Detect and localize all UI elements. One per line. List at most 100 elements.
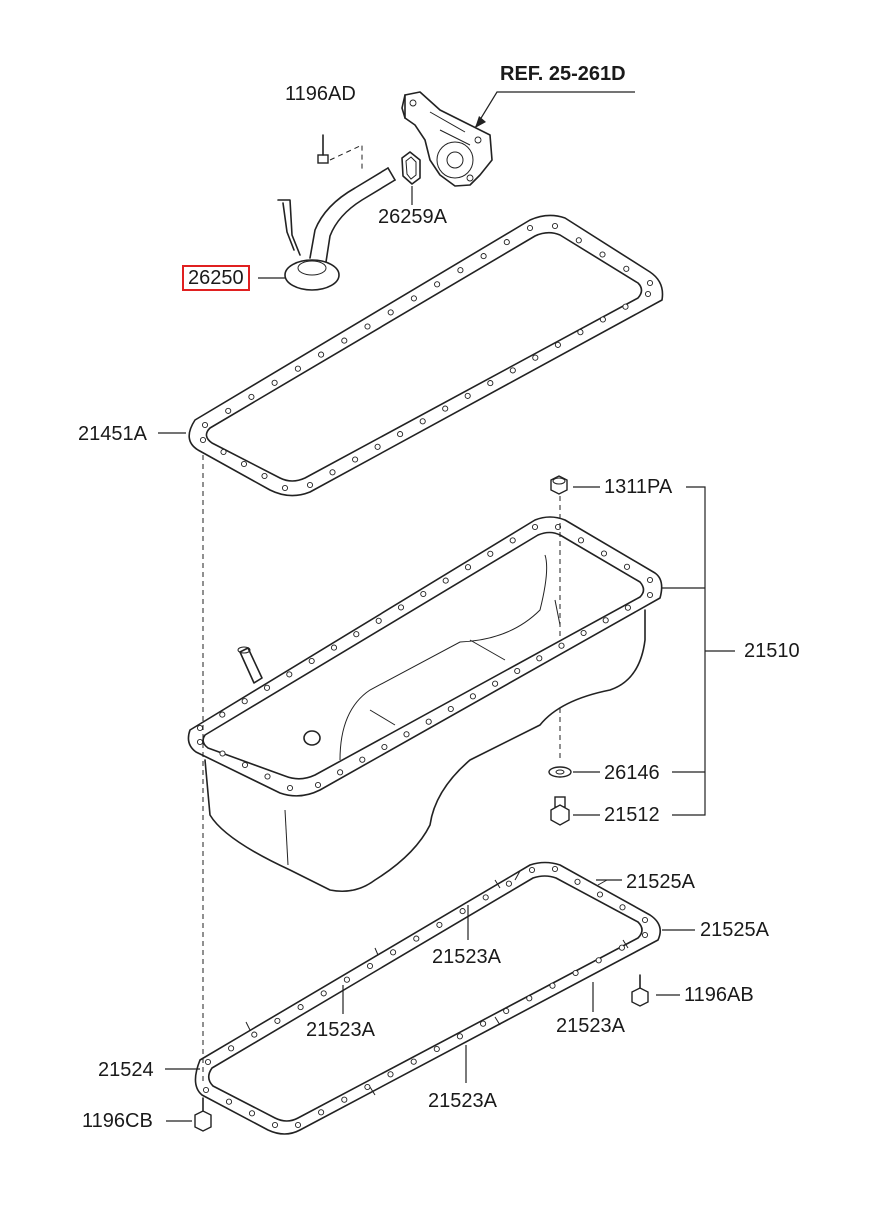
bolt-hole [196, 724, 204, 732]
label-21524: 21524 [98, 1059, 154, 1081]
bolt-hole [595, 957, 602, 964]
bolt-hole [352, 456, 359, 463]
bolt-hole [366, 962, 374, 970]
bolt-hole [464, 564, 472, 571]
bolt-hole [425, 718, 432, 725]
bolt-hole [623, 265, 630, 272]
bolt-hole [410, 1058, 417, 1065]
bolt-hole [219, 711, 226, 718]
bolt-hole [459, 908, 466, 915]
bolt-hole [225, 407, 232, 414]
bolt-hole [456, 1033, 463, 1040]
oil-pan-21510-holes [196, 523, 654, 792]
bolt-hole [644, 290, 652, 298]
bolt-hole [364, 1083, 371, 1091]
bolt-hole [241, 761, 249, 769]
bolt-hole [241, 698, 248, 705]
oil-pump-assembly [401, 91, 493, 187]
bolt-hole [528, 866, 536, 874]
bolt-hole [646, 576, 654, 584]
label-21523A-3: 21523A [556, 1015, 625, 1037]
bolt-hole [261, 472, 268, 480]
bolt-hole [387, 309, 394, 316]
gasket-21524-holes [202, 865, 649, 1129]
label-21510: 21510 [744, 640, 800, 662]
bolt-hole [341, 337, 348, 344]
bolt-hole [263, 684, 271, 691]
bolt-hole [375, 617, 382, 624]
bolt-hole [577, 329, 584, 336]
bolt-hole [551, 865, 559, 873]
bolt-hole [433, 1045, 440, 1053]
bolt-hole [320, 990, 327, 997]
bolt-hole [318, 1109, 325, 1116]
bolt-hole [410, 295, 417, 302]
gasket-21451A [188, 214, 664, 497]
bolt-hole [577, 537, 585, 544]
bolt-hole [341, 1096, 348, 1103]
label-21523A-1: 21523A [432, 946, 501, 968]
bolt-hole [343, 976, 350, 983]
bolt-hole [554, 341, 561, 348]
label-21523A-4: 21523A [428, 1090, 497, 1112]
bolt-hole [492, 680, 499, 687]
gasket-21524 [194, 861, 661, 1135]
bolt-hole [457, 267, 464, 274]
bolt-hole [329, 469, 336, 476]
bolt-hole [281, 484, 289, 492]
bolt-hole [397, 604, 405, 611]
bolt-hole [480, 253, 487, 260]
bolt-hole [641, 931, 649, 939]
bolt-hole [434, 281, 441, 288]
bolt-hole [204, 1058, 212, 1066]
ref-leader [474, 91, 635, 129]
bolt-hole [294, 1121, 302, 1129]
label-26259A: 26259A [378, 206, 447, 228]
bolt-hole [646, 591, 654, 599]
label-21525A-2: 21525A [700, 919, 769, 941]
bolt-hole [381, 743, 388, 751]
bolt-hole [482, 894, 489, 901]
bolt-hole [201, 421, 209, 429]
label-ref: REF. 25-261D [500, 63, 626, 85]
bolt-hole [622, 303, 629, 310]
bolt-hole [599, 316, 606, 323]
bolt-hole [419, 418, 426, 425]
bolt-hole [318, 351, 325, 358]
bolt-hole [359, 756, 366, 763]
bolt-hole [531, 523, 539, 531]
bolt-hole [600, 550, 608, 557]
bolt-hole [403, 731, 410, 738]
bolt-hole [374, 443, 381, 450]
bolt-hole [248, 1110, 256, 1117]
gasket-segments [245, 870, 629, 1096]
bolt-hole [551, 222, 559, 230]
label-1196AB: 1196AB [684, 984, 754, 1006]
bolt-hole [509, 537, 516, 544]
bolt-hole [251, 1031, 258, 1038]
label-26250-highlighted[interactable]: 26250 [182, 265, 250, 291]
label-21512: 21512 [604, 804, 660, 826]
bolt-hole [353, 631, 360, 638]
label-21451A: 21451A [78, 423, 147, 445]
ref-arrow [475, 116, 486, 128]
label-21523A-2: 21523A [306, 1019, 375, 1041]
bolt-hole [624, 604, 631, 611]
bolt-hole [436, 921, 443, 928]
bolt-hole [294, 365, 301, 372]
bolt-hole [196, 738, 204, 746]
bolt-hole [558, 642, 565, 649]
bolt-hole [330, 644, 338, 651]
bolt-hole [602, 617, 609, 624]
bolt-hole [596, 891, 604, 898]
bolt-hole [387, 1071, 394, 1078]
bolt-hole [264, 773, 271, 780]
bolt-hole [514, 667, 521, 675]
label-1311PA: 1311PA [604, 476, 673, 498]
bolt-hole [220, 448, 227, 456]
bolt-hole [480, 1020, 487, 1027]
bolt-hole [306, 481, 314, 489]
plug-21512 [550, 796, 570, 826]
bolt-hole [618, 944, 625, 951]
bolt-hole [487, 550, 494, 557]
